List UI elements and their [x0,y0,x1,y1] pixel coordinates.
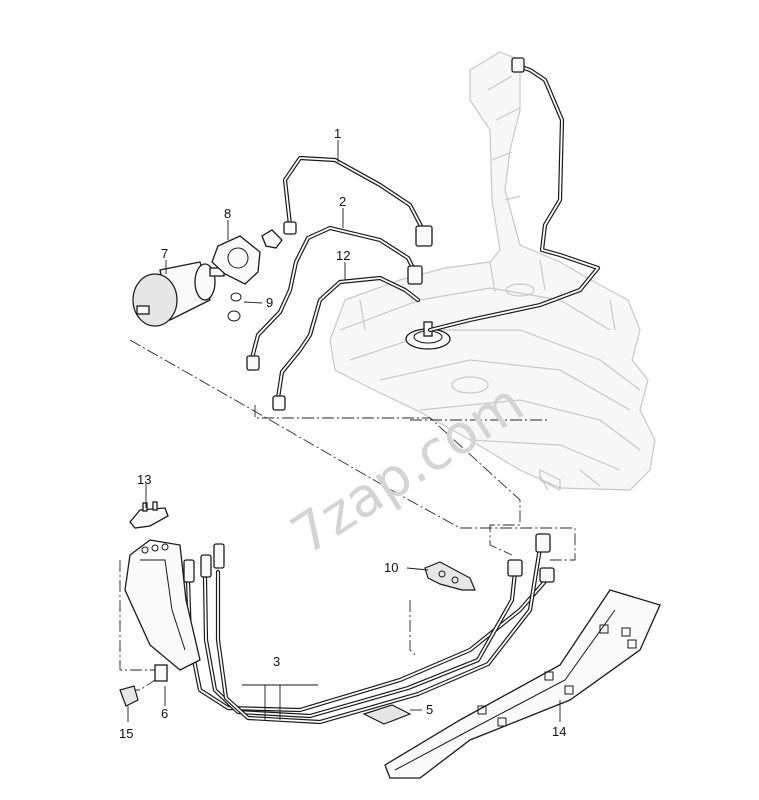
callout-9: 9 [266,295,273,310]
fuel-pipe-1 [282,155,433,247]
clip-15 [119,685,139,707]
callout-12: 12 [336,248,350,263]
callout-14: 14 [552,724,566,739]
fuel-tank-outline [329,51,656,491]
pipe-holder-10 [424,561,476,591]
tank-vent-pipe [427,57,601,333]
pipe-bracket-6 [124,539,201,682]
leader-lines [127,140,561,722]
fuel-filter [132,261,225,327]
pad-5 [362,704,412,725]
callout-5: 5 [426,702,433,717]
callout-labels: 1 2 3 5 6 7 8 9 10 12 13 14 15 [119,126,566,741]
assembly-lines [119,339,576,691]
callout-2: 2 [339,194,346,209]
sender-flange [405,321,451,350]
clip-13 [129,501,169,529]
callout-8: 8 [224,206,231,221]
callout-3: 3 [273,654,280,669]
callout-6: 6 [161,706,168,721]
fuel-pipe-2 [246,225,423,371]
fuel-pipe-12 [272,275,421,411]
callout-7: 7 [161,246,168,261]
underbody-cover-14 [384,589,661,779]
o-rings [227,292,242,322]
underbody-pipes-3 [183,533,555,725]
callout-15: 15 [119,726,133,741]
callout-13: 13 [137,472,151,487]
callout-1: 1 [334,126,341,141]
callout-10: 10 [384,560,398,575]
filter-bracket [211,229,283,285]
